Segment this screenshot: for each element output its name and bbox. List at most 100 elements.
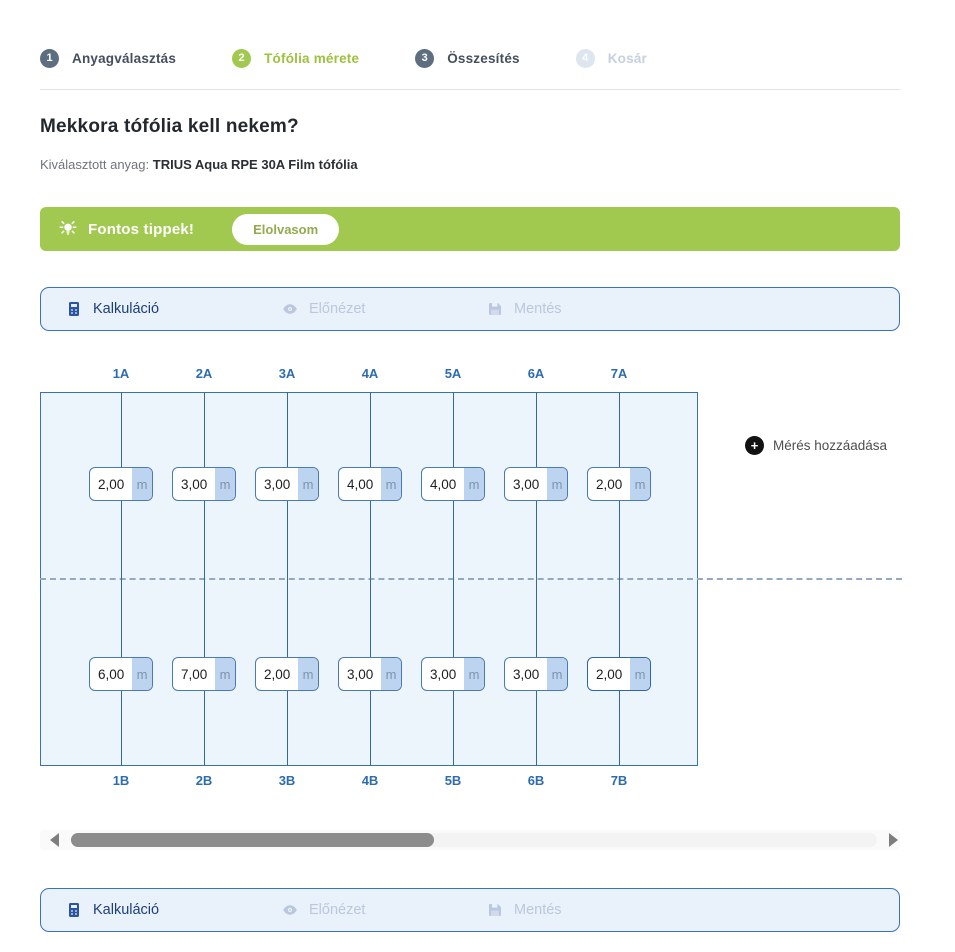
measurement-field-3B: m — [255, 657, 319, 691]
toolbar-item-label: Előnézet — [309, 301, 366, 317]
toolbar-item-save: Mentés — [487, 889, 562, 931]
pond-center-dashed-line — [40, 578, 902, 580]
measurement-input-5A[interactable] — [422, 468, 464, 500]
measurement-field-2B: m — [172, 657, 236, 691]
measurement-field-1A: m — [89, 467, 153, 501]
measurement-input-7A[interactable] — [588, 468, 630, 500]
scrollbar-thumb[interactable] — [71, 833, 434, 847]
step-label: Összesítés — [447, 50, 520, 66]
toolbar-item-label: Kalkuláció — [93, 902, 160, 918]
save-icon — [487, 902, 503, 918]
measurement-field-5A: m — [421, 467, 485, 501]
horizontal-scrollbar — [40, 830, 900, 850]
scrollbar-track[interactable] — [71, 833, 877, 847]
stepper-step-1[interactable]: 1 Anyagválasztás — [40, 48, 177, 68]
scroll-right-arrow-icon[interactable] — [889, 833, 898, 847]
measurement-field-4A: m — [338, 467, 402, 501]
column-label-5A: 5A — [444, 366, 462, 381]
step-number-badge: 1 — [40, 48, 59, 68]
unit-suffix: m — [132, 658, 152, 690]
measurement-input-3B[interactable] — [256, 658, 298, 690]
eye-icon — [282, 902, 298, 918]
measurement-input-6A[interactable] — [505, 468, 547, 500]
measurement-field-4B: m — [338, 657, 402, 691]
column-line-4A — [370, 392, 371, 766]
unit-suffix: m — [132, 468, 152, 500]
column-label-1A: 1A — [112, 366, 130, 381]
toolbar-item-label: Előnézet — [309, 902, 366, 918]
measurement-field-7A: m — [587, 467, 651, 501]
step-label: Anyagválasztás — [72, 50, 177, 66]
tips-banner: Fontos tippek! Elolvasom — [40, 207, 900, 251]
measurement-input-7B[interactable] — [588, 658, 630, 690]
step-number-badge: 4 — [575, 48, 595, 68]
column-label-1B: 1B — [112, 773, 130, 788]
toolbar-bottom: Kalkuláció Előnézet Mentés — [40, 888, 900, 932]
header-divider — [40, 89, 900, 90]
unit-suffix: m — [464, 658, 484, 690]
measurement-field-5B: m — [421, 657, 485, 691]
unit-suffix: m — [298, 468, 318, 500]
column-label-6A: 6A — [527, 366, 545, 381]
column-label-5B: 5B — [444, 773, 462, 788]
measurement-input-1B[interactable] — [90, 658, 132, 690]
step-label: Kosár — [607, 50, 647, 66]
measurement-input-3A[interactable] — [256, 468, 298, 500]
column-line-6A — [536, 392, 537, 766]
save-icon — [487, 301, 503, 317]
column-label-4A: 4A — [361, 366, 379, 381]
toolbar-item-eye: Előnézet — [282, 288, 365, 330]
calculator-icon — [66, 902, 82, 918]
measurement-input-1A[interactable] — [90, 468, 132, 500]
toolbar-item-calculator[interactable]: Kalkuláció — [66, 288, 159, 330]
unit-suffix: m — [215, 468, 235, 500]
step-label: Tófólia mérete — [264, 50, 360, 66]
page-title: Mekkora tófólia kell nekem? — [40, 116, 299, 137]
calculator-icon — [66, 301, 82, 317]
measurement-diagram: + Mérés hozzáadása 1A1Bmm2A2Bmm3A3Bmm4A4… — [40, 360, 955, 790]
add-measurement-button[interactable]: + Mérés hozzáadása — [745, 436, 887, 455]
unit-suffix: m — [381, 468, 401, 500]
tips-banner-label: Fontos tippek! — [88, 220, 195, 238]
unit-suffix: m — [381, 658, 401, 690]
toolbar-item-label: Mentés — [514, 301, 562, 317]
measurement-field-6A: m — [504, 467, 568, 501]
stepper-step-4[interactable]: 4 Kosár — [575, 48, 647, 68]
measurement-field-7B: m — [587, 657, 651, 691]
plus-icon: + — [745, 436, 764, 455]
column-line-7A — [619, 392, 620, 766]
scroll-left-arrow-icon[interactable] — [50, 833, 59, 847]
column-label-7B: 7B — [610, 773, 628, 788]
column-label-3B: 3B — [278, 773, 296, 788]
measurement-input-2B[interactable] — [173, 658, 215, 690]
eye-icon — [282, 301, 298, 317]
measurement-input-5B[interactable] — [422, 658, 464, 690]
measurement-input-2A[interactable] — [173, 468, 215, 500]
toolbar-item-label: Kalkuláció — [93, 301, 160, 317]
selected-material-value: TRIUS Aqua RPE 30A Film tófólia — [152, 157, 358, 172]
column-label-2A: 2A — [195, 366, 213, 381]
column-label-2B: 2B — [195, 773, 213, 788]
measurement-input-6B[interactable] — [505, 658, 547, 690]
lightbulb-icon — [58, 219, 78, 239]
unit-suffix: m — [547, 658, 567, 690]
toolbar-item-calculator[interactable]: Kalkuláció — [66, 889, 159, 931]
column-line-3A — [287, 392, 288, 766]
unit-suffix: m — [547, 468, 567, 500]
measurement-field-3A: m — [255, 467, 319, 501]
read-tips-button[interactable]: Elolvasom — [232, 213, 340, 245]
measurement-field-6B: m — [504, 657, 568, 691]
measurement-input-4B[interactable] — [339, 658, 381, 690]
measurement-input-4A[interactable] — [339, 468, 381, 500]
toolbar-item-eye: Előnézet — [282, 889, 365, 931]
selected-material-label: Kiválasztott anyag: — [40, 157, 150, 172]
unit-suffix: m — [464, 468, 484, 500]
unit-suffix: m — [630, 658, 650, 690]
column-label-4B: 4B — [361, 773, 379, 788]
column-label-3A: 3A — [278, 366, 296, 381]
